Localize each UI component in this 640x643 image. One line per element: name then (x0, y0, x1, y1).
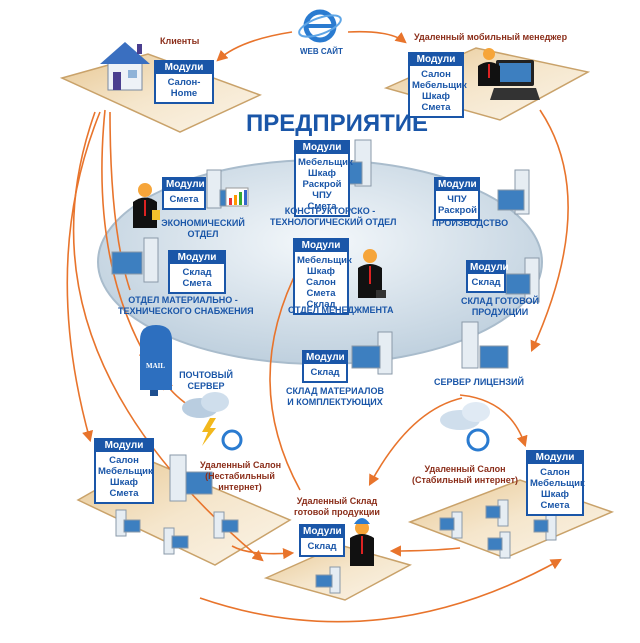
manager-person-icon (478, 48, 500, 86)
materials-warehouse-label: СКЛАД МАТЕРИАЛОВ И КОМПЛЕКТУЮЩИХ (286, 386, 384, 407)
arrow-clients-to-warehouse (72, 111, 264, 562)
management-label: ОТДЕЛ МЕНЕДЖМЕНТА (288, 305, 394, 315)
license-server-label: СЕРВЕР ЛИЦЕНЗИЙ (434, 377, 524, 387)
computer-icon (111, 139, 557, 594)
arrow-clients-to-supply (109, 111, 131, 291)
finished-goods-label: СКЛАД ГОТОВОЙ ПРОДУКЦИИ (460, 296, 540, 317)
arrow-manager-to-license (530, 109, 569, 353)
arrow-clients-to-mail (101, 109, 150, 362)
internet-explorer-icon (298, 9, 342, 43)
clients-label: Клиенты (160, 36, 200, 46)
supply-modules: Модули Склад Смета (168, 250, 226, 294)
remote-warehouse-label: Удаленный Склад готовой продукции (294, 496, 380, 517)
laptop-icon (490, 60, 540, 100)
page-title: ПРЕДПРИЯТИЕ (246, 110, 429, 137)
website-label[interactable]: WEB САЙТ (300, 47, 343, 56)
growth-chart-icon (225, 187, 249, 207)
design-modules: Модули Мебельщик Шкаф Раскрой ЧПУ Смета (294, 140, 353, 217)
materials-warehouse-modules: Модули Склад (302, 350, 348, 383)
arrow-unstable-to-warehouse (231, 545, 295, 560)
supply-label: ОТДЕЛ МАТЕРИАЛЬНО - ТЕХНИЧЕСКОГО СНАБЖЕН… (118, 295, 254, 316)
arrow-stable-to-warehouse (368, 397, 463, 486)
clients-modules: Модули Салон-Home (154, 60, 214, 104)
arrow-unstable-to-stable (199, 558, 562, 623)
mail-server-label: ПОЧТОВЫЙ СЕРВЕР (179, 370, 233, 391)
arrow-mgmt-line (269, 254, 310, 491)
remote-salon-stable-label: Удаленный Салон (Стабильный интернет) (411, 464, 518, 485)
warehouse-worker-icon (350, 518, 374, 566)
economic-modules: Модули Смета (162, 177, 206, 210)
arrow-license-to-stable (459, 394, 528, 448)
production-modules: Модули ЧПУ Раскрой (434, 177, 480, 221)
arrow-web-to-clients (216, 31, 293, 62)
remote-salon-unstable-modules: Модули Салон Мебельщик Шкаф Смета (94, 438, 154, 504)
economist-person-icon (133, 183, 160, 228)
remote-salon-stable-modules: Модули Салон Мебельщик Шкаф Смета (526, 450, 585, 516)
remote-salon-unstable-label: Удаленный Салон (Нестабильный интернет) (200, 460, 282, 492)
arrow-web-to-manager (347, 30, 407, 44)
design-label: КОНСТРУКТОРСКО - ТЕХНОЛОГИЧЕСКИЙ ОТДЕЛ (270, 206, 397, 227)
management-modules: Модули Мебельщик Шкаф Салон Смета Склад (293, 238, 352, 315)
mobile-manager-modules: Модули Салон Мебельщик Шкаф Смета (408, 52, 467, 118)
cloud-icon (440, 402, 490, 452)
economic-label: ЭКОНОМИЧЕСКИЙ ОТДЕЛ (161, 218, 245, 239)
arrow-stable-to-warehouse-2 (389, 545, 461, 557)
production-label: ПРОИЗВОДСТВО (432, 218, 509, 228)
cloud-storm-icon (182, 392, 243, 451)
remote-warehouse-modules: Модули Склад (299, 524, 345, 557)
finished-goods-modules: Модули Склад (466, 260, 509, 293)
mailbox-icon (140, 325, 172, 396)
arrow-clients-to-unstable (66, 111, 101, 443)
mobile-manager-label: Удаленный мобильный менеджер (414, 32, 568, 42)
mailbox-text: MAIL (146, 362, 166, 370)
house-icon (100, 42, 150, 91)
management-person-icon (358, 249, 386, 298)
